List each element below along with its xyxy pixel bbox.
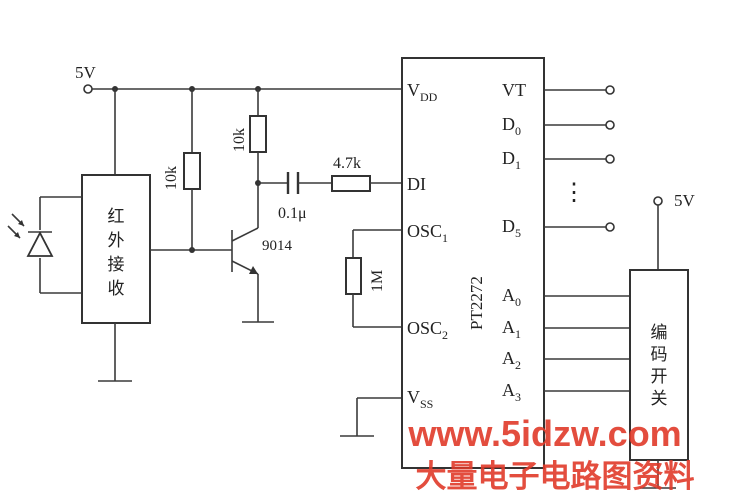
data-pins-ellipsis: ⋮: [562, 180, 586, 206]
svg-text:D5: D5: [502, 216, 521, 240]
resistor-r1-label: 10k: [163, 166, 180, 190]
resistor-r3-label: 4.7k: [333, 155, 361, 172]
svg-text:VSS: VSS: [407, 387, 433, 411]
svg-text:接: 接: [108, 255, 125, 275]
svg-text:A2: A2: [502, 348, 521, 372]
svg-text:A1: A1: [502, 317, 521, 341]
vcc-label-right: 5V: [674, 191, 696, 210]
resistor-r2: [249, 115, 267, 153]
encoder-switch: [629, 269, 689, 461]
svg-text:A3: A3: [502, 380, 521, 404]
chip-pins-right: VT D0 D1 D5 A0 A1 A2 A3: [502, 80, 526, 404]
svg-text:编: 编: [651, 323, 668, 343]
svg-text:红: 红: [108, 207, 125, 227]
transistor-label: 9014: [262, 238, 293, 254]
encoder-switch-label: 编 码 开 关: [651, 323, 668, 409]
chip-name: PT2272: [467, 276, 486, 330]
power-rail: [83, 84, 402, 94]
svg-text:D1: D1: [502, 148, 521, 172]
capacitor: [286, 172, 300, 194]
photodiode-icon: [7, 196, 82, 294]
chip-pins-left: VDD DI OSC1 OSC2 VSS: [407, 80, 448, 411]
svg-text:收: 收: [108, 279, 125, 299]
watermark-url: www.5idzw.com: [407, 413, 681, 454]
output-terminals: [544, 85, 615, 232]
svg-text:OSC2: OSC2: [407, 318, 448, 342]
svg-text:DI: DI: [407, 174, 426, 194]
svg-text:VT: VT: [502, 80, 526, 100]
ir-receiver-module: [81, 174, 151, 324]
resistor-r4: [345, 257, 362, 295]
resistor-r4-label: 1M: [369, 270, 386, 292]
watermark-caption: 大量电子电路图资料: [416, 459, 695, 495]
svg-text:D0: D0: [502, 114, 521, 138]
resistor-r1: [183, 152, 201, 190]
svg-text:外: 外: [108, 231, 125, 251]
svg-text:开: 开: [651, 367, 668, 387]
svg-text:A0: A0: [502, 285, 521, 309]
svg-text:关: 关: [651, 389, 668, 409]
svg-text:OSC1: OSC1: [407, 221, 448, 245]
svg-text:VDD: VDD: [407, 80, 438, 104]
pt2272-chip: [401, 57, 545, 469]
resistor-r2-label: 10k: [231, 128, 248, 152]
resistor-r3: [331, 175, 371, 192]
capacitor-label: 0.1μ: [278, 205, 307, 222]
npn-transistor: [231, 227, 274, 323]
ir-receiver-label: 红 外 接 收: [108, 207, 125, 299]
svg-text:码: 码: [651, 345, 668, 365]
address-lines: [544, 295, 630, 392]
vcc-label-left: 5V: [75, 63, 97, 82]
